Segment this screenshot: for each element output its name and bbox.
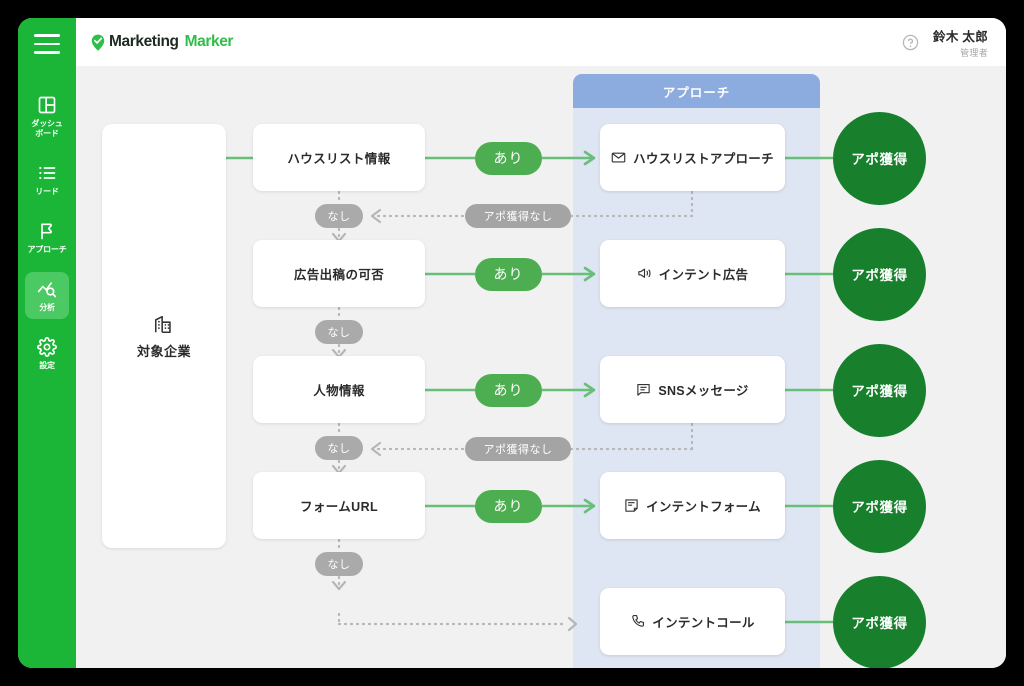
condition-box[interactable]: 人物情報 [253,356,425,423]
sidebar-item-approach[interactable]: アプローチ [25,214,69,261]
approach-label: インテント広告 [658,268,749,282]
no-pill-label: なし [327,443,351,455]
sidebar-item-label: 設定 [39,361,55,370]
user-role: 管理者 [960,47,988,58]
no-pill-label: なし [327,327,351,339]
no-appointment-pill[interactable]: アポ獲得なし [465,204,571,228]
result-circle[interactable]: アポ獲得 [833,227,926,321]
result-label: アポ獲得 [851,500,908,515]
sidebar-item-leads[interactable]: リード [25,156,69,203]
building-icon [153,313,175,335]
app-window: ダッシュ ボード リード アプローチ 分析 設定 [18,18,1006,668]
help-circle-icon[interactable] [902,34,919,51]
approach-box[interactable]: SNSメッセージ [600,356,785,423]
no-pill-label: なし [327,211,351,223]
result-circle[interactable]: アポ獲得 [833,575,926,668]
list-icon [37,163,57,183]
flag-icon [37,221,57,241]
no-appointment-label: アポ獲得なし [483,211,553,223]
target-company-label: 対象企業 [136,343,191,359]
result-circle[interactable]: アポ獲得 [833,111,926,205]
approach-label: インテントコール [652,616,755,630]
location-check-pin-icon [90,34,106,51]
condition-label: 人物情報 [313,384,365,398]
form-icon [624,498,639,513]
logo-text-primary: Marketing [109,33,179,50]
yes-pill-label: あり [493,498,524,514]
condition-box[interactable]: フォームURL [253,472,425,539]
sidebar-item-label: リード [35,187,59,196]
condition-label: ハウスリスト情報 [287,152,391,166]
result-label: アポ獲得 [851,152,908,167]
result-label: アポ獲得 [851,384,908,399]
result-label: アポ獲得 [851,616,908,631]
gear-icon [37,337,57,357]
yes-pill-label: あり [493,382,524,398]
approach-box[interactable]: インテント広告 [600,240,785,307]
header-right: 鈴木 太郎 管理者 [902,26,988,59]
connector-lines [226,150,833,632]
yes-pill-label: あり [493,150,524,166]
app-logo[interactable]: Marketing Marker [90,33,233,51]
no-pill-label: なし [327,559,351,571]
sidebar-item-label: ダッシュ ボード [31,119,63,138]
sidebar-item-label: 分析 [39,303,55,312]
megaphone-icon [637,266,652,281]
phone-icon [630,614,645,629]
sidebar-item-label: アプローチ [27,245,67,254]
sidebar-item-analytics[interactable]: 分析 [25,272,69,319]
main-area: Marketing Marker 鈴木 太郎 管理者 アプローチ [76,18,1006,668]
condition-label: 広告出稿の可否 [293,268,385,282]
yes-pill[interactable]: あり [475,141,542,175]
user-name: 鈴木 太郎 [933,29,988,44]
sidebar-item-settings[interactable]: 設定 [25,330,69,377]
comment-icon [636,382,651,397]
target-company-box[interactable]: 対象企業 [102,124,226,548]
user-info[interactable]: 鈴木 太郎 管理者 [933,26,988,59]
no-appointment-pill[interactable]: アポ獲得なし [465,437,571,461]
approach-box[interactable]: ハウスリストアプローチ [600,124,785,191]
approach-column-title: アプローチ [573,74,820,108]
approach-box[interactable]: インテントフォーム [600,472,785,539]
approach-label: ハウスリストアプローチ [633,152,774,166]
sidebar-item-dashboard[interactable]: ダッシュ ボード [25,88,69,145]
approach-box[interactable]: インテントコール [600,588,785,655]
yes-pill-label: あり [493,266,524,282]
app-header: Marketing Marker 鈴木 太郎 管理者 [76,18,1006,66]
dashboard-icon [37,95,57,115]
sidebar: ダッシュ ボード リード アプローチ 分析 設定 [18,18,76,668]
analytics-icon [37,279,57,299]
no-appointment-label: アポ獲得なし [483,444,553,456]
result-circle[interactable]: アポ獲得 [833,343,926,437]
condition-label: フォームURL [299,500,379,514]
no-pill[interactable]: なし [315,204,363,228]
yes-pill[interactable]: あり [475,373,542,407]
approach-label: インテントフォーム [646,500,761,514]
approach-label: SNSメッセージ [658,384,749,398]
yes-pill[interactable]: あり [475,257,542,291]
hamburger-icon[interactable] [34,34,60,54]
result-circle[interactable]: アポ獲得 [833,459,926,553]
mail-icon [611,150,626,165]
condition-box[interactable]: ハウスリスト情報 [253,124,425,191]
result-label: アポ獲得 [851,268,908,283]
no-pill[interactable]: なし [315,436,363,460]
flowchart-canvas[interactable]: アプローチ [76,66,1006,668]
no-pill[interactable]: なし [315,320,363,344]
no-pill[interactable]: なし [315,552,363,576]
logo-text-secondary: Marker [184,33,234,50]
condition-box[interactable]: 広告出稿の可否 [253,240,425,307]
yes-pill[interactable]: あり [475,489,542,523]
